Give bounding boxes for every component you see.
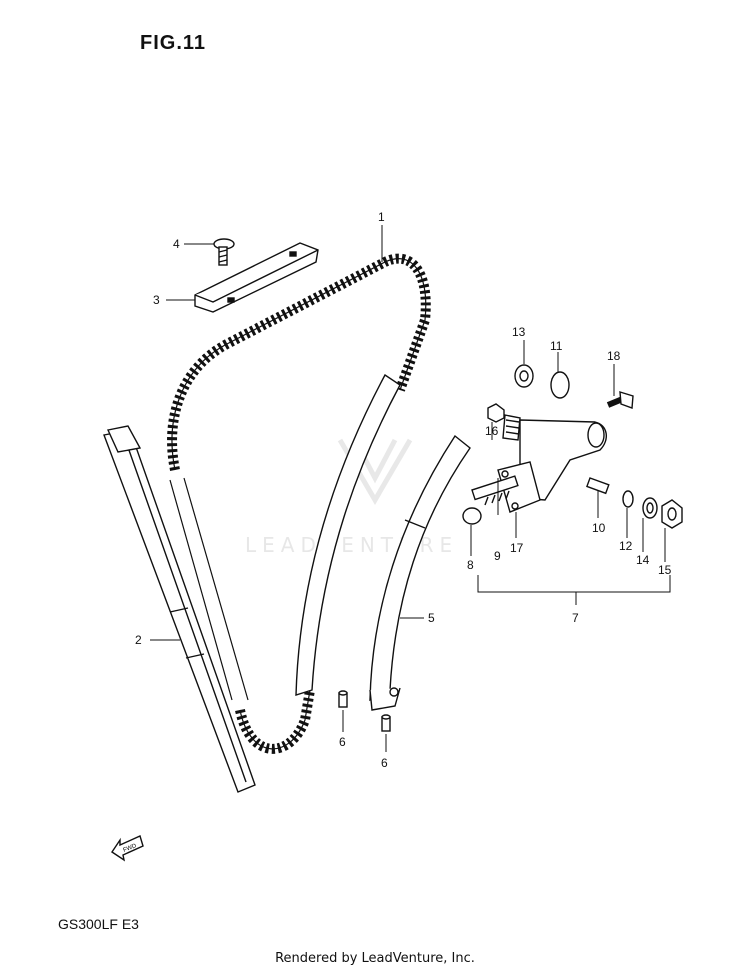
callout-11: 11 <box>550 339 563 353</box>
callout-3: 3 <box>153 293 160 307</box>
callout-6a: 6 <box>339 735 346 749</box>
callout-9: 9 <box>494 549 501 563</box>
tensioner-guide <box>369 434 471 711</box>
leader-lines <box>150 225 666 752</box>
callout-6b: 6 <box>381 756 388 770</box>
callout-14: 14 <box>636 553 650 567</box>
callout-16: 16 <box>485 424 499 438</box>
callout-labels: 1 2 3 4 5 6 6 7 8 9 10 11 12 13 14 15 16… <box>135 210 672 770</box>
callout-12: 12 <box>619 539 633 553</box>
callout-15: 15 <box>658 563 672 577</box>
fwd-arrow-icon: FWD <box>111 835 144 862</box>
watermark-text: LEADVENTURE <box>245 533 458 557</box>
callout-17: 17 <box>510 541 524 555</box>
chain-inner-run <box>169 477 249 701</box>
tensioner-assembly <box>462 364 683 529</box>
assembly-bracket <box>477 575 671 605</box>
callout-2: 2 <box>135 633 142 647</box>
dowel-pin-6a <box>338 690 348 708</box>
chain-guide-front <box>103 425 256 793</box>
dowel-pin-6b <box>381 714 391 732</box>
callout-4: 4 <box>173 237 180 251</box>
model-code: GS300LF E3 <box>58 916 139 932</box>
callout-7: 7 <box>572 611 579 625</box>
figure-title: FIG.11 <box>140 32 207 54</box>
callout-10: 10 <box>592 521 606 535</box>
fwd-label: FWD <box>123 843 139 854</box>
chain-guide-rear <box>295 373 401 696</box>
callout-13: 13 <box>512 325 526 339</box>
bolt-4 <box>213 238 235 266</box>
cam-chain <box>167 253 431 754</box>
callout-8: 8 <box>467 558 474 572</box>
callout-5: 5 <box>428 611 435 625</box>
callout-18: 18 <box>607 349 621 363</box>
chain-guide-top <box>194 242 319 313</box>
callout-1: 1 <box>378 210 385 224</box>
footer-credit: Rendered by LeadVenture, Inc. <box>275 951 475 966</box>
